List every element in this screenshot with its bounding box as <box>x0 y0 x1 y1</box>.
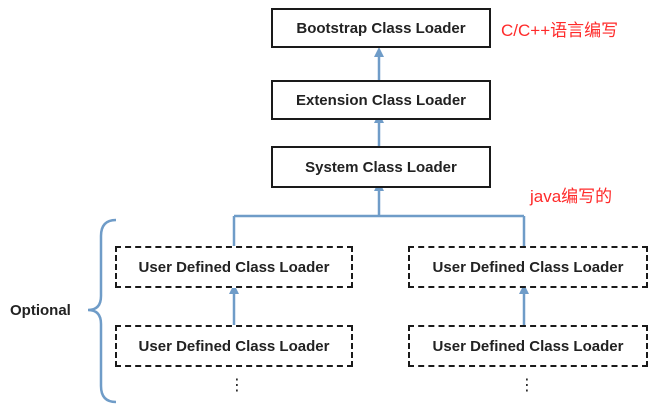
bootstrap-class-loader-label: Bootstrap Class Loader <box>296 19 466 37</box>
user-defined-loader-label: User Defined Class Loader <box>432 337 624 355</box>
java-language-note: java编写的 <box>530 187 613 206</box>
user-defined-loader-left-top: User Defined Class Loader <box>115 246 353 288</box>
user-defined-loader-label: User Defined Class Loader <box>138 337 330 355</box>
optional-label: Optional <box>10 302 71 319</box>
user-defined-loader-label: User Defined Class Loader <box>432 258 624 276</box>
ellipsis-right: ⋮ <box>519 377 535 394</box>
user-defined-loader-right-bottom: User Defined Class Loader <box>408 325 648 367</box>
bootstrap-class-loader-box: Bootstrap Class Loader <box>271 8 491 48</box>
native-language-note: C/C++语言编写 <box>501 21 619 40</box>
user-defined-loader-label: User Defined Class Loader <box>138 258 330 276</box>
optional-brace <box>87 218 117 404</box>
system-class-loader-box: System Class Loader <box>271 146 491 188</box>
extension-class-loader-box: Extension Class Loader <box>271 80 491 120</box>
system-class-loader-label: System Class Loader <box>305 158 457 176</box>
user-defined-loader-left-bottom: User Defined Class Loader <box>115 325 353 367</box>
extension-class-loader-label: Extension Class Loader <box>295 91 467 109</box>
ellipsis-left: ⋮ <box>229 377 245 394</box>
user-defined-loader-right-top: User Defined Class Loader <box>408 246 648 288</box>
